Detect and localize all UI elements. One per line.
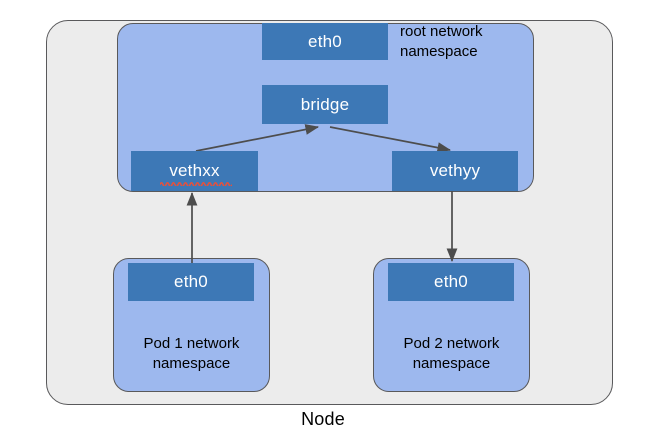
pod2-label-line2: namespace	[412, 355, 491, 372]
vethyy-interface[interactable]: vethyy	[392, 151, 518, 191]
pod1-network-namespace-label: Pod 1 network namespace	[113, 334, 270, 374]
node-caption-label: Node	[301, 409, 345, 429]
pod1-label-line1: Pod 1 network	[143, 335, 240, 352]
vethxx-interface[interactable]: vethxx	[131, 151, 258, 191]
root-ns-label-line2: namespace	[400, 43, 478, 60]
root-network-namespace-label: root network namespace	[400, 22, 530, 62]
pod2-network-namespace-label: Pod 2 network namespace	[373, 334, 530, 374]
pod1-label-line2: namespace	[152, 355, 231, 372]
root-eth0-interface[interactable]: eth0	[262, 23, 388, 60]
pod1-eth0-interface[interactable]: eth0	[128, 263, 254, 301]
pod2-label-line1: Pod 2 network	[403, 335, 500, 352]
bridge-interface[interactable]: bridge	[262, 85, 388, 124]
root-ns-label-line1: root network	[400, 23, 483, 40]
pod2-eth0-interface[interactable]: eth0	[388, 263, 514, 301]
